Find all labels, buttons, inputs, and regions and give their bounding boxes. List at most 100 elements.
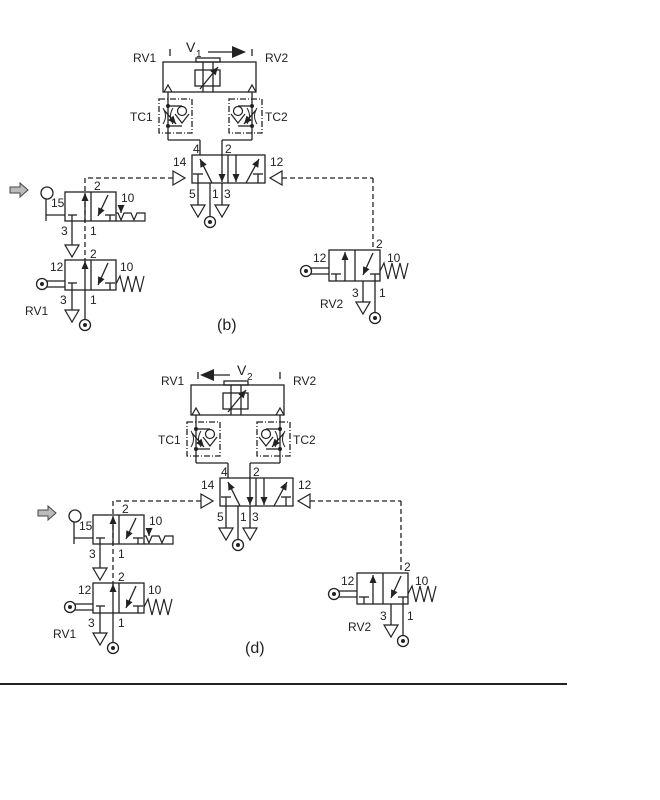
port-label-10: 10 [121, 191, 135, 205]
exhaust-icon [91, 632, 109, 647]
port-label-5: 5 [217, 510, 224, 524]
direction-arrowhead-icon [200, 369, 214, 381]
check-valve-ball-icon [232, 105, 244, 117]
port-label-2: 2 [404, 560, 411, 574]
port-label-1: 1 [90, 293, 97, 307]
port-label-12: 12 [298, 478, 312, 492]
port-label-2: 2 [253, 465, 260, 479]
flow-arrow-head-icon [109, 584, 117, 592]
check-valve-ball-icon [260, 428, 272, 440]
flow-arrow-head-icon [126, 599, 133, 608]
cylinder-port-icon [247, 83, 257, 93]
flow-arrow-head-icon [260, 497, 268, 505]
port-label-12: 12 [78, 583, 92, 597]
cylinder-label-rv1: RV1 [133, 51, 156, 65]
pressure-source-dot [373, 316, 377, 320]
port-label-15: 15 [79, 519, 93, 533]
adjustable-throttle-arrow-head-icon [168, 115, 176, 124]
check-valve-seat-icon [230, 113, 246, 124]
port-label-3: 3 [380, 609, 387, 623]
port-label-1: 1 [407, 609, 414, 623]
port-label-2: 2 [376, 237, 383, 251]
cylinder-port-icon [275, 406, 285, 416]
throttle-icon [162, 107, 174, 125]
velocity-subscript: 2 [247, 372, 253, 383]
exhaust-icon [213, 204, 231, 219]
port-label-4: 4 [193, 142, 200, 156]
spring-icon [379, 261, 409, 280]
port-label-3: 3 [352, 286, 359, 300]
pushbutton-icon [40, 186, 54, 200]
port-label-10: 10 [149, 514, 163, 528]
exhaust-icon [241, 527, 259, 542]
pilot-signal-14-icon [172, 169, 187, 187]
port-label-12: 12 [313, 251, 327, 265]
port-label-12: 12 [50, 260, 64, 274]
flow-arrow-head-icon [98, 276, 105, 285]
port-label-1: 1 [240, 510, 247, 524]
flow-arrow-head-icon [126, 530, 133, 539]
port-label-1: 1 [212, 187, 219, 201]
flow-control-valve-tc2 [256, 421, 291, 457]
port-label-2: 2 [118, 570, 125, 584]
flow-control-valve-tc1 [186, 421, 221, 457]
flow-arrow-head-icon [232, 174, 240, 182]
port-label-2: 2 [122, 502, 129, 516]
port-label-10: 10 [415, 574, 429, 588]
port-label-1: 1 [379, 286, 386, 300]
pressure-source-dot [236, 543, 240, 547]
roller-dot [304, 269, 308, 273]
port-label-3: 3 [89, 547, 96, 561]
cylinder-port-icon [163, 83, 173, 93]
port-label-10: 10 [148, 583, 162, 597]
flow-arrow-head-icon [228, 482, 235, 491]
cylinder-label-rv2: RV2 [293, 374, 316, 388]
port-label-3: 3 [61, 224, 68, 238]
detent-arrow-head-icon [145, 528, 153, 536]
velocity-subscript: 1 [196, 49, 202, 60]
flow-arrow-head-icon [391, 589, 398, 598]
detent-icon [144, 535, 174, 545]
adjustable-throttle-arrow-head-icon [272, 438, 280, 447]
pressure-source-dot [208, 220, 212, 224]
port-label-10: 10 [120, 260, 134, 274]
direction-arrowhead-icon [232, 46, 246, 58]
exhaust-icon [91, 567, 109, 582]
exhaust-icon [189, 204, 207, 219]
port-label-3: 3 [252, 510, 259, 524]
flow-arrow-head-icon [280, 482, 287, 491]
roller-dot [68, 605, 72, 609]
adjustable-cushion-arrow-head-icon [238, 390, 246, 399]
flow-control-label-tc2: TC2 [293, 433, 316, 447]
roller-dot [332, 592, 336, 596]
actuation-arrow-icon [37, 504, 57, 522]
roller-dot [40, 282, 44, 286]
cushion-symbol [194, 69, 221, 87]
cylinder-label-rv1: RV1 [161, 374, 184, 388]
flow-arrow-head-icon [341, 252, 349, 260]
port-label-4: 4 [221, 465, 228, 479]
throttle-icon [190, 430, 202, 448]
pushbutton-icon [68, 509, 82, 523]
check-valve-seat-icon [258, 436, 274, 447]
flow-control-label-tc2: TC2 [265, 110, 288, 124]
port-label-3: 3 [60, 293, 67, 307]
spring-icon [115, 274, 145, 293]
cylinder-port-icon [191, 406, 201, 416]
flow-control-label-tc1: TC1 [130, 110, 153, 124]
exhaust-icon [63, 244, 81, 259]
spring-icon [143, 597, 173, 616]
port-label-14: 14 [173, 155, 187, 169]
pressure-source-dot [401, 639, 405, 643]
piston-rod-cap [195, 57, 221, 63]
check-valve-ball-icon [176, 105, 188, 117]
actuation-arrow-icon [9, 181, 29, 199]
flow-arrow-head-icon [369, 575, 377, 583]
adjustable-cushion-arrow-head-icon [210, 67, 218, 76]
port-label-12: 12 [341, 574, 355, 588]
check-valve-seat-icon [202, 436, 218, 447]
page-divider-rule [0, 683, 567, 685]
cylinder-label-rv2: RV2 [265, 51, 288, 65]
throttle-icon [246, 107, 258, 125]
